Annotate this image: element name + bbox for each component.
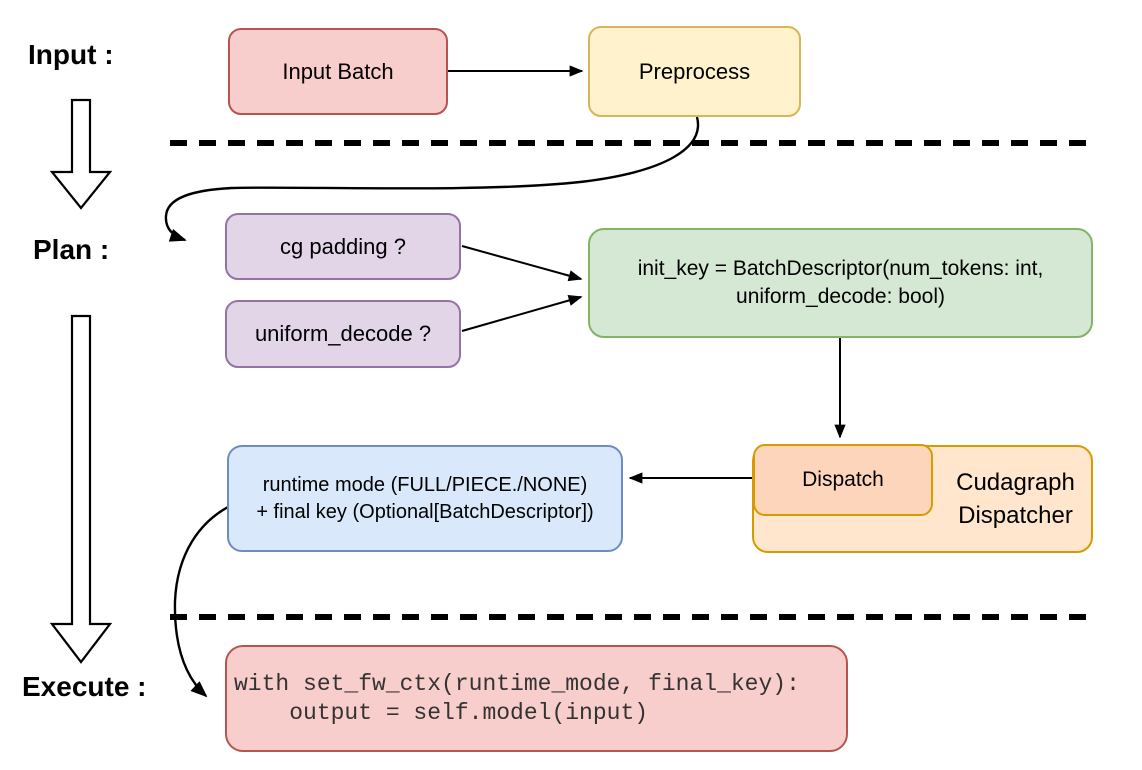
node-input-batch: Input Batch (228, 28, 448, 115)
node-cudagraph-dispatcher-label: Cudagraph Dispatcher (936, 447, 1095, 551)
node-cg-padding: cg padding ? (225, 213, 461, 280)
node-preprocess-label: Preprocess (638, 58, 751, 84)
execute-code-line2: output = self.model(input) (234, 699, 649, 726)
connector-uniformdecode-to-initkey (461, 295, 583, 332)
connector-runtimemode-to-executecode (173, 501, 237, 698)
connector-preprocess-to-cgpadding (164, 116, 700, 242)
node-runtime-mode-line2: + final key (Optional[BatchDescriptor]) (256, 500, 594, 523)
node-dispatch: Dispatch (753, 444, 933, 516)
flow-arrow-plan-to-execute (49, 314, 113, 664)
connector-cgpadding-to-initkey (461, 245, 583, 282)
stage-label-plan: Plan : (33, 234, 110, 265)
node-uniform-decode-label: uniform_decode ? (254, 321, 432, 347)
node-cudagraph-dispatcher-line1: Cudagraph (956, 468, 1075, 496)
execute-code-line1: with set_fw_ctx(runtime_mode, final_key)… (234, 670, 800, 697)
node-execute-code: with set_fw_ctx(runtime_mode, final_key)… (225, 645, 848, 752)
node-runtime-mode: runtime mode (FULL/PIECE./NONE) + final … (227, 445, 623, 552)
node-init-key: init_key = BatchDescriptor(num_tokens: i… (588, 228, 1093, 338)
node-runtime-mode-line1: runtime mode (FULL/PIECE./NONE) (262, 473, 588, 496)
node-init-key-line2: uniform_decode: bool) (736, 285, 945, 308)
node-cg-padding-label: cg padding ? (280, 233, 406, 259)
node-input-batch-label: Input Batch (282, 58, 394, 84)
node-preprocess: Preprocess (588, 26, 801, 117)
node-init-key-line1: init_key = BatchDescriptor(num_tokens: i… (637, 256, 1044, 280)
node-uniform-decode: uniform_decode ? (225, 300, 461, 368)
node-cudagraph-dispatcher-line2: Dispatcher (958, 502, 1073, 529)
node-dispatch-label: Dispatch (802, 467, 884, 491)
stage-label-execute: Execute : (22, 671, 147, 702)
stage-label-input: Input : (28, 39, 114, 70)
flow-arrow-input-to-plan (49, 98, 113, 210)
